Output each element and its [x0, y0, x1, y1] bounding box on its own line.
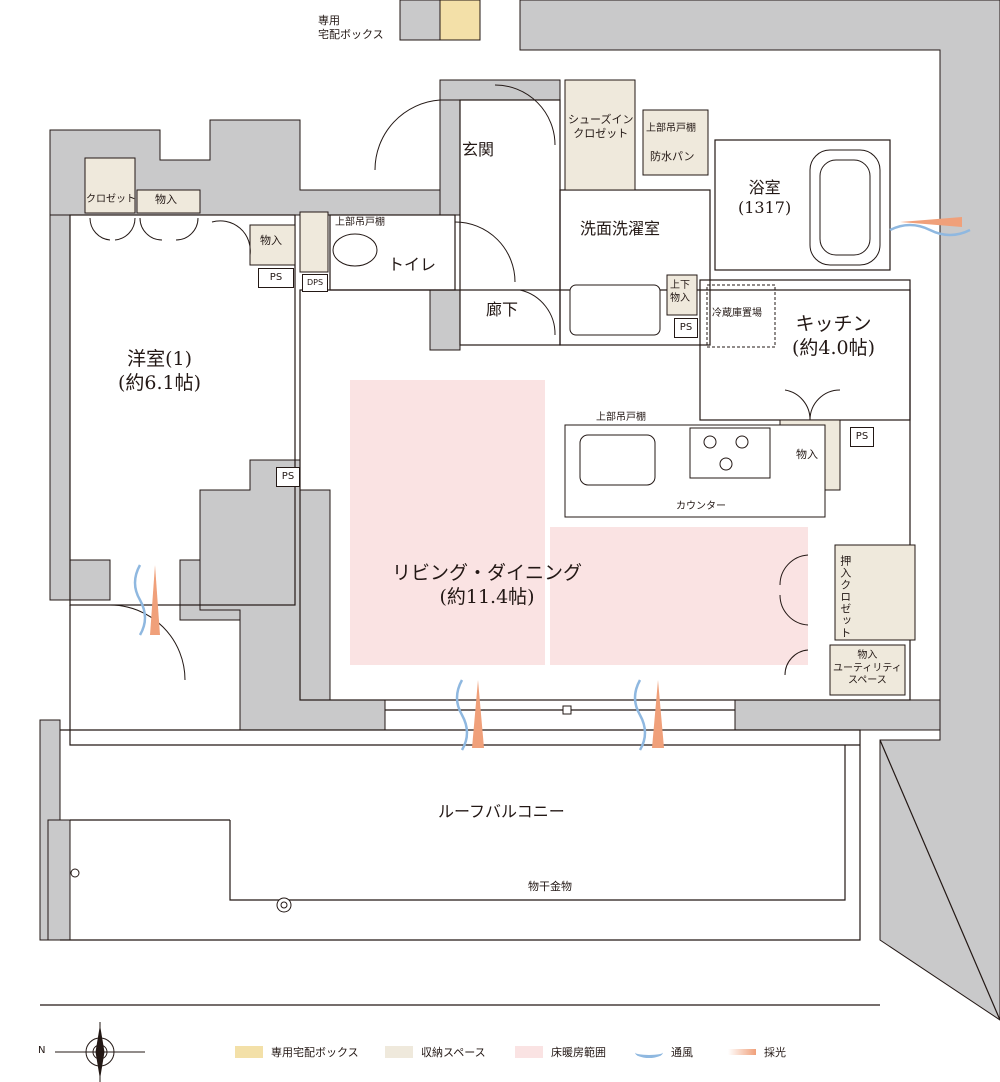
wind-icon	[635, 1047, 663, 1058]
upper-cabinet-label-2: 上部吊戸棚	[335, 217, 385, 228]
utility-label: 物入ユーティリティスペース	[833, 650, 902, 686]
storage-toilet-label: 物入	[260, 234, 282, 247]
storage-top-label: 物入	[155, 193, 177, 206]
dps-box: DPS	[302, 274, 328, 292]
legend-item-5: 採光	[728, 1044, 786, 1060]
roof-balcony-outline	[40, 605, 1000, 1021]
closet-top-label: クロゼット	[86, 194, 136, 205]
bath-label: 浴室(1317)	[738, 178, 792, 217]
legend-label: 収納スペース	[421, 1046, 486, 1059]
legend-item-2: 収納スペース	[385, 1044, 486, 1060]
legend-label: 床暖房範囲	[551, 1046, 606, 1059]
roof-balcony-label: ルーフバルコニー	[438, 802, 565, 821]
bathtub	[809, 149, 881, 266]
ps-box-2: PS	[276, 467, 300, 487]
upper-cabinet-label-1: 上部吊戸棚	[646, 123, 696, 134]
floor-heating	[350, 380, 808, 665]
waterproof-pan-label: 防水パン	[650, 150, 695, 163]
legend-label: 専用宅配ボックス	[271, 1046, 359, 1059]
fridge-label: 冷蔵庫置場	[712, 308, 762, 319]
legend-label: 採光	[764, 1046, 786, 1059]
oshiire-closet-label: 押入クロゼット	[838, 555, 852, 639]
western-room-label: 洋室(1)(約6.1帖)	[118, 348, 202, 394]
toilet-label: トイレ	[388, 255, 437, 274]
ps-box-3: PS	[674, 318, 698, 338]
legend-item-3: 床暖房範囲	[515, 1044, 606, 1060]
legend-label: 通風	[671, 1046, 693, 1059]
delivery-box-label: 専用宅配ボックス	[318, 14, 384, 41]
doors	[89, 84, 841, 681]
legend-swatch	[235, 1046, 263, 1058]
counter-label: カウンター	[676, 501, 726, 512]
washroom-label: 洗面洗濯室	[580, 219, 661, 238]
shoes-closet-label: シューズインクロゼット	[568, 113, 634, 140]
compass-label: N	[38, 1045, 46, 1056]
storage-areas	[84, 79, 916, 696]
light-icon	[150, 217, 962, 748]
kitchen-label: キッチン(約4.0帖)	[792, 313, 876, 359]
legend-item-1: 専用宅配ボックス	[235, 1044, 359, 1060]
storage-kitchen-label: 物入	[796, 448, 818, 461]
compass-icon	[55, 1022, 145, 1082]
ps-box-1: PS	[258, 268, 294, 288]
upper-cabinet-label-3: 上部吊戸棚	[596, 412, 646, 423]
ps-box-4: PS	[850, 427, 874, 447]
delivery-box-area	[439, 0, 481, 41]
entrance-label: 玄関	[462, 140, 495, 159]
legend-swatch	[385, 1046, 413, 1058]
light-icon	[728, 1049, 756, 1055]
wind-icon	[133, 223, 971, 751]
living-dining-label: リビング・ダイニング(約11.4帖)	[392, 562, 583, 608]
corridor-label: 廊下	[486, 300, 519, 319]
drying-hardware-label: 物干金物	[528, 880, 572, 893]
legend-item-4: 通風	[635, 1044, 693, 1060]
legend-swatch	[515, 1046, 543, 1058]
upper-lower-storage-label: 上下物入	[670, 280, 690, 304]
